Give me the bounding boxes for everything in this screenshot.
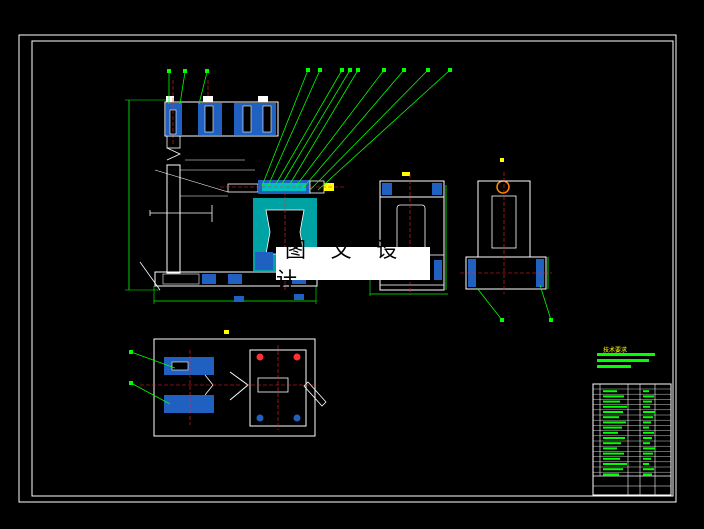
parts-list-material: [643, 411, 655, 413]
outer-frame: [18, 34, 677, 503]
parts-list-entry: [603, 447, 617, 450]
parts-list-material: [643, 421, 651, 424]
end-view: [460, 158, 553, 322]
parts-list-entry: [603, 416, 619, 419]
parts-list-entry: [603, 468, 623, 471]
parts-list-entry: [603, 390, 617, 393]
parts-list-entry: [603, 426, 622, 429]
parts-list-material: [643, 447, 655, 450]
parts-list-material: [643, 405, 650, 408]
parts-list-material: [643, 463, 649, 465]
title-block: [592, 353, 672, 496]
parts-list-material: [643, 468, 654, 471]
parts-list-material: [643, 395, 654, 398]
parts-list-entry: [603, 442, 621, 445]
parts-list-entry: [603, 411, 623, 413]
plan-view: [129, 330, 327, 437]
parts-list-entry: [603, 473, 619, 476]
parts-list-material: [643, 426, 649, 429]
parts-list-material: [643, 416, 653, 419]
parts-list-material: [643, 390, 649, 393]
inner-frame: [31, 40, 674, 497]
parts-list-material: [643, 431, 654, 434]
watermark-label: 图 文 设 计: [276, 238, 430, 292]
parts-list-entry: [603, 400, 620, 403]
parts-list-material: [643, 473, 652, 476]
parts-list-entry: [603, 452, 624, 455]
parts-list-material: [643, 457, 651, 460]
parts-list-entry: [603, 431, 618, 434]
parts-list-material: [643, 437, 652, 439]
parts-list-entry: [603, 405, 627, 408]
parts-list-entry: [603, 395, 624, 398]
parts-list-material: [643, 400, 652, 403]
parts-list-entry: [603, 457, 620, 460]
technical-notes-title: 技术要求: [603, 347, 628, 354]
parts-list-material: [643, 442, 650, 445]
parts-list-entry: [603, 437, 625, 439]
parts-list-entry: [603, 421, 626, 424]
parts-list-entry: [603, 463, 627, 465]
parts-list-material: [643, 452, 653, 455]
